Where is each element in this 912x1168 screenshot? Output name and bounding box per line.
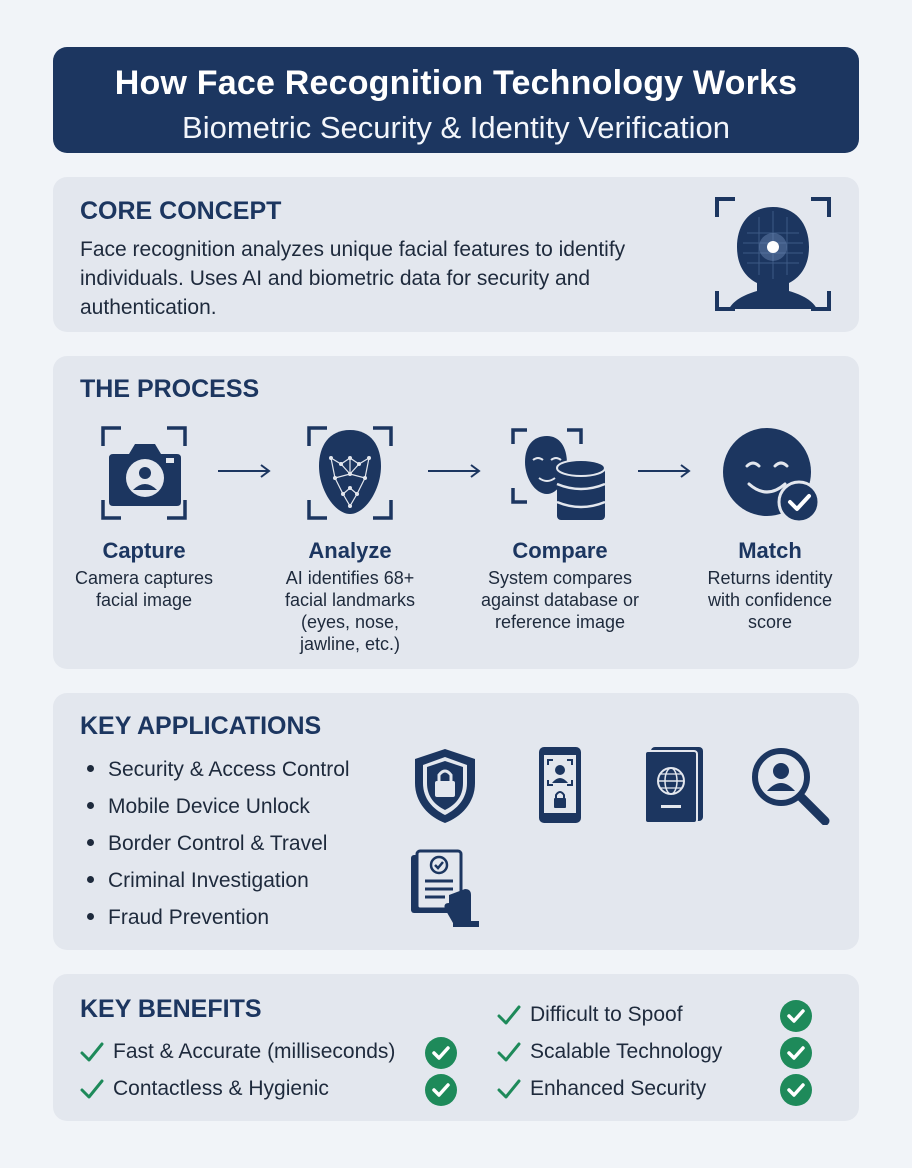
step-name: Analyze — [308, 538, 392, 563]
face-mesh-icon — [307, 426, 393, 520]
benefit-item: Enhanced Security — [496, 1073, 706, 1105]
applications-card: KEY APPLICATIONS Security & Access Contr… — [53, 693, 859, 950]
core-concept-title: CORE CONCEPT — [80, 197, 282, 225]
step-desc: AI identifies 68+ facial landmarks (eyes… — [284, 568, 416, 654]
step-capture: Capture Camera captures facial image — [55, 418, 233, 611]
step-analyze: Analyze AI identifies 68+ facial landmar… — [261, 418, 439, 655]
smile-check-icon — [723, 428, 821, 524]
checkmark-icon — [80, 1042, 104, 1062]
applications-list: Security & Access Control Mobile Device … — [87, 755, 350, 940]
core-concept-text: Face recognition analyzes unique facial … — [80, 238, 626, 319]
check-circle-icon — [780, 1037, 812, 1069]
core-concept-card: CORE CONCEPT Face recognition analyzes u… — [53, 177, 859, 332]
checkmark-icon — [497, 1079, 521, 1099]
benefit-item: Scalable Technology — [496, 1036, 722, 1068]
camera-icon — [101, 426, 187, 520]
check-circle-icon — [780, 1074, 812, 1106]
list-item: Criminal Investigation — [87, 866, 350, 903]
arrow-right-icon — [218, 464, 271, 478]
arrow-right-icon — [428, 464, 481, 478]
process-card: THE PROCESS Capture Camera captures faci… — [53, 356, 859, 669]
step-desc: Returns identity with confidence score — [707, 568, 833, 632]
list-item: Mobile Device Unlock — [87, 792, 350, 829]
face-scan-icon — [715, 197, 831, 311]
phone-lock-icon — [539, 747, 581, 823]
checkmark-icon — [497, 1042, 521, 1062]
benefit-item: Fast & Accurate (milliseconds) — [79, 1036, 395, 1068]
benefits-card: KEY BENEFITS Fast & Accurate (millisecon… — [53, 974, 859, 1121]
check-circle-icon — [425, 1037, 457, 1069]
database-icon — [511, 428, 606, 520]
step-compare: Compare System compares against database… — [471, 418, 649, 633]
check-circle-icon — [425, 1074, 457, 1106]
check-circle-icon — [780, 1000, 812, 1032]
process-title: THE PROCESS — [80, 375, 260, 403]
step-match: Match Returns identity with confidence s… — [681, 418, 859, 633]
benefits-title: KEY BENEFITS — [80, 995, 262, 1023]
document-check-icon — [411, 849, 479, 927]
benefit-item: Contactless & Hygienic — [79, 1073, 329, 1105]
step-name: Compare — [512, 538, 608, 563]
step-desc: System compares against database or refe… — [480, 568, 640, 632]
passport-icon — [644, 747, 703, 824]
page-subtitle: Biometric Security & Identity Verificati… — [182, 110, 730, 145]
arrow-right-icon — [638, 464, 691, 478]
list-item: Security & Access Control — [87, 755, 350, 792]
list-item: Border Control & Travel — [87, 829, 350, 866]
checkmark-icon — [497, 1005, 521, 1025]
page-title: How Face Recognition Technology Works — [114, 64, 798, 102]
list-item: Fraud Prevention — [87, 903, 350, 940]
step-desc: Camera captures facial image — [74, 568, 214, 610]
step-name: Match — [738, 538, 802, 563]
search-person-icon — [752, 748, 830, 825]
benefit-item: Difficult to Spoof — [496, 999, 683, 1031]
checkmark-icon — [80, 1079, 104, 1099]
shield-lock-icon — [415, 749, 475, 823]
applications-title: KEY APPLICATIONS — [80, 712, 322, 740]
step-name: Capture — [102, 538, 186, 563]
header-banner: How Face Recognition Technology Works Bi… — [53, 47, 859, 153]
